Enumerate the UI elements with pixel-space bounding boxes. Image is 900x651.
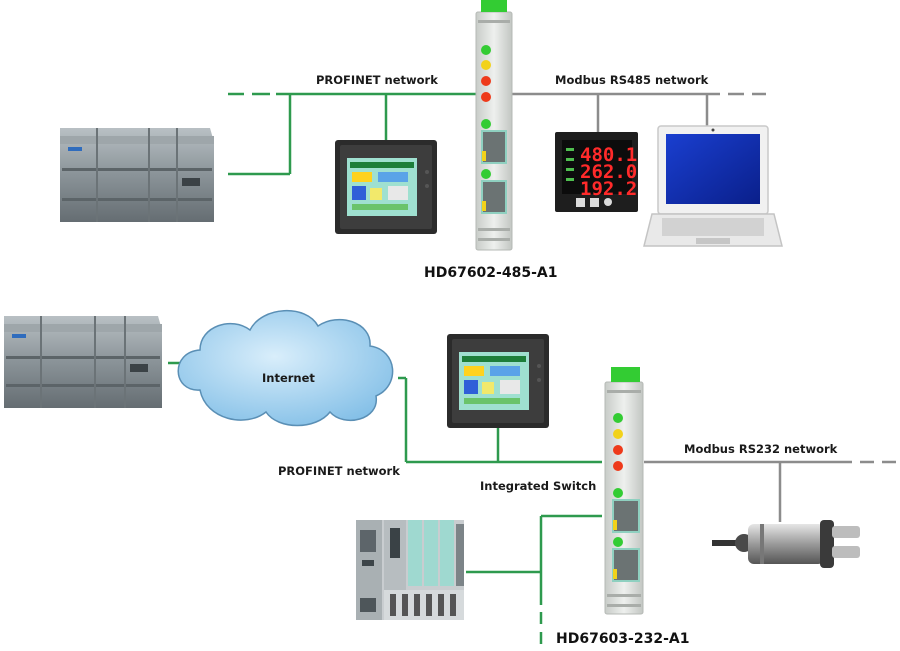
- laptop: [643, 125, 783, 247]
- label-integrated-switch: Integrated Switch: [480, 479, 596, 493]
- bottom-modbus-lines: [644, 460, 896, 522]
- io-module-rack: [356, 520, 464, 620]
- top-profinet-lines: [228, 92, 476, 176]
- label-modbus-rs485: Modbus RS485 network: [555, 73, 709, 87]
- internet-cloud: [177, 310, 394, 427]
- plc-top: [60, 128, 214, 222]
- label-device-bottom: HD67603-232-A1: [556, 631, 689, 647]
- hmi-panel-top: [335, 140, 437, 234]
- meter-reading-2: 262.0: [580, 161, 637, 183]
- hmi-panel-bottom: [447, 334, 549, 428]
- label-profinet-top: PROFINET network: [316, 73, 438, 87]
- gateway-hd67602: [475, 0, 513, 251]
- rs232-sensor: [712, 520, 860, 568]
- label-profinet-bottom: PROFINET network: [278, 464, 400, 478]
- label-internet: Internet: [262, 371, 315, 385]
- meter-reading-3: 192.2: [580, 178, 637, 200]
- energy-meter: 480.1 262.0 192.2: [555, 132, 638, 212]
- meter-reading-1: 480.1: [580, 144, 637, 166]
- gateway-hd67603: [604, 367, 644, 615]
- plc-bottom: [4, 316, 162, 408]
- label-device-top: HD67602-485-A1: [424, 265, 557, 281]
- label-modbus-rs232: Modbus RS232 network: [684, 442, 838, 456]
- top-modbus-lines: [512, 92, 766, 134]
